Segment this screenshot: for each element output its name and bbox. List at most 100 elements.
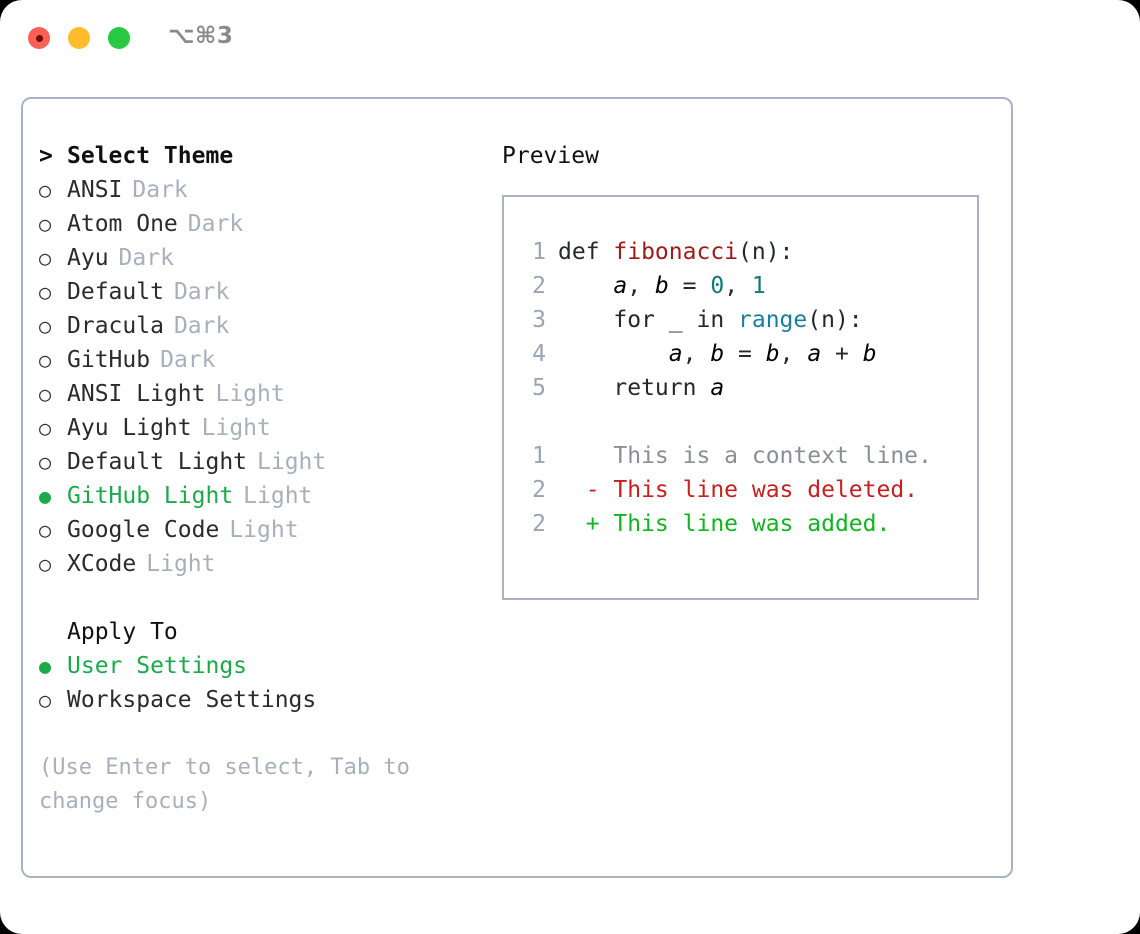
diff-line-content: - This line was deleted. xyxy=(558,477,919,503)
radio-unselected-icon: ○ xyxy=(39,348,52,372)
radio-unselected-icon: ○ xyxy=(39,314,52,338)
theme-option-label: GitHub xyxy=(67,347,151,373)
theme-option-ayu-light[interactable]: ○ Ayu Light Light xyxy=(39,411,479,445)
code-token: (n): xyxy=(738,239,794,265)
code-line-content: return a xyxy=(558,371,724,405)
line-number: 2 xyxy=(532,273,546,299)
theme-option-label: XCode xyxy=(67,551,137,577)
diff-line: 1 This is a context line. xyxy=(520,439,977,473)
keyboard-hint-text: (Use Enter to select, Tab to change focu… xyxy=(39,755,410,814)
code-token: , xyxy=(627,273,655,299)
theme-option-label: Atom One xyxy=(67,211,178,237)
theme-variant-tag: Light xyxy=(215,381,285,407)
line-number: 4 xyxy=(532,341,546,367)
code-token: b xyxy=(710,341,725,367)
radio-unselected-icon: ○ xyxy=(39,416,52,440)
code-line-content: def fibonacci(n): xyxy=(558,235,793,269)
minimize-icon[interactable] xyxy=(68,27,90,49)
theme-option-label: Google Code xyxy=(67,517,220,543)
keyboard-shortcut-label: ⌥⌘3 xyxy=(168,23,234,49)
code-indent xyxy=(558,375,613,401)
code-line-content: a, b = 0, 1 xyxy=(558,269,766,303)
theme-variant-tag: Dark xyxy=(173,279,230,305)
diff-line-content: + This line was added. xyxy=(558,511,891,537)
preview-spacer xyxy=(520,405,977,439)
theme-option-label: ANSI xyxy=(67,177,123,203)
code-token: a xyxy=(613,273,628,299)
code-token: b xyxy=(765,341,780,367)
apply-to-option-user-settings[interactable]: ●User Settings xyxy=(39,649,479,683)
theme-option-atom-one[interactable]: ○ Atom One Dark xyxy=(39,207,479,241)
theme-option-label: Default Light xyxy=(67,449,248,475)
code-token: b xyxy=(862,341,877,367)
line-number: 2 xyxy=(532,511,546,537)
theme-variant-tag: Light xyxy=(229,517,299,543)
code-token: for _ in xyxy=(613,307,739,333)
theme-option-label: Ayu Light xyxy=(67,415,192,441)
code-line: 4 a, b = b, a + b xyxy=(520,337,977,371)
code-token: a xyxy=(668,341,683,367)
theme-option-label: Ayu xyxy=(67,245,109,271)
code-token: return xyxy=(613,375,711,401)
theme-option-label: GitHub Light xyxy=(67,483,234,509)
line-number: 2 xyxy=(532,477,546,503)
code-line: 5 return a xyxy=(520,371,977,405)
code-indent xyxy=(558,341,669,367)
radio-unselected-icon: ○ xyxy=(39,280,52,304)
code-indent xyxy=(558,307,613,333)
code-line: 3 for _ in range(n): xyxy=(520,303,977,337)
select-theme-heading: > Select Theme xyxy=(39,139,479,173)
code-token: 0 xyxy=(710,273,725,299)
theme-variant-tag: Dark xyxy=(118,245,174,271)
theme-variant-tag: Dark xyxy=(187,211,244,237)
zoom-icon[interactable] xyxy=(108,27,130,49)
diff-sample: 1 This is a context line. 2 - This line w… xyxy=(520,439,977,541)
theme-variant-tag: Dark xyxy=(160,347,216,373)
code-token: a xyxy=(807,341,822,367)
radio-unselected-icon: ○ xyxy=(39,552,52,576)
theme-option-xcode[interactable]: ○ XCode Light xyxy=(39,547,479,581)
radio-unselected-icon: ○ xyxy=(39,518,52,542)
title-bar: ⌥⌘3 xyxy=(0,0,1140,78)
radio-unselected-icon: ○ xyxy=(39,450,52,474)
code-token: fibonacci xyxy=(613,239,739,265)
apply-to-option-workspace-settings[interactable]: ○ Workspace Settings xyxy=(39,683,479,717)
window-controls xyxy=(28,27,130,49)
apply-to-caret-slot xyxy=(39,615,67,649)
theme-option-label: Default xyxy=(67,279,164,305)
code-indent xyxy=(558,273,613,299)
theme-option-ansi-light[interactable]: ○ ANSI Light Light xyxy=(39,377,479,411)
code-token: = xyxy=(724,341,766,367)
line-number: 3 xyxy=(532,307,546,333)
code-token: a xyxy=(710,375,725,401)
radio-unselected-icon: ○ xyxy=(39,688,52,712)
code-token: 1 xyxy=(751,273,766,299)
theme-variant-tag: Dark xyxy=(173,313,230,339)
theme-option-ayu[interactable]: ○ Ayu Dark xyxy=(39,241,479,275)
code-token: , xyxy=(682,341,711,367)
radio-unselected-icon: ○ xyxy=(39,246,52,270)
radio-unselected-icon: ○ xyxy=(39,212,52,236)
focus-caret-icon: > xyxy=(39,143,53,169)
theme-option-label: ANSI Light xyxy=(67,381,206,407)
radio-unselected-icon: ○ xyxy=(39,382,52,406)
theme-option-github[interactable]: ○ GitHub Dark xyxy=(39,343,479,377)
theme-option-default[interactable]: ○ Default Dark xyxy=(39,275,479,309)
code-token: , xyxy=(779,341,808,367)
close-icon[interactable] xyxy=(28,27,50,49)
theme-option-google-code[interactable]: ○ Google Code Light xyxy=(39,513,479,547)
apply-to-option-label: Workspace Settings xyxy=(67,687,317,713)
radio-selected-icon: ● xyxy=(39,484,52,508)
theme-variant-tag: Light xyxy=(201,415,271,441)
theme-variant-tag: Light xyxy=(146,551,216,577)
